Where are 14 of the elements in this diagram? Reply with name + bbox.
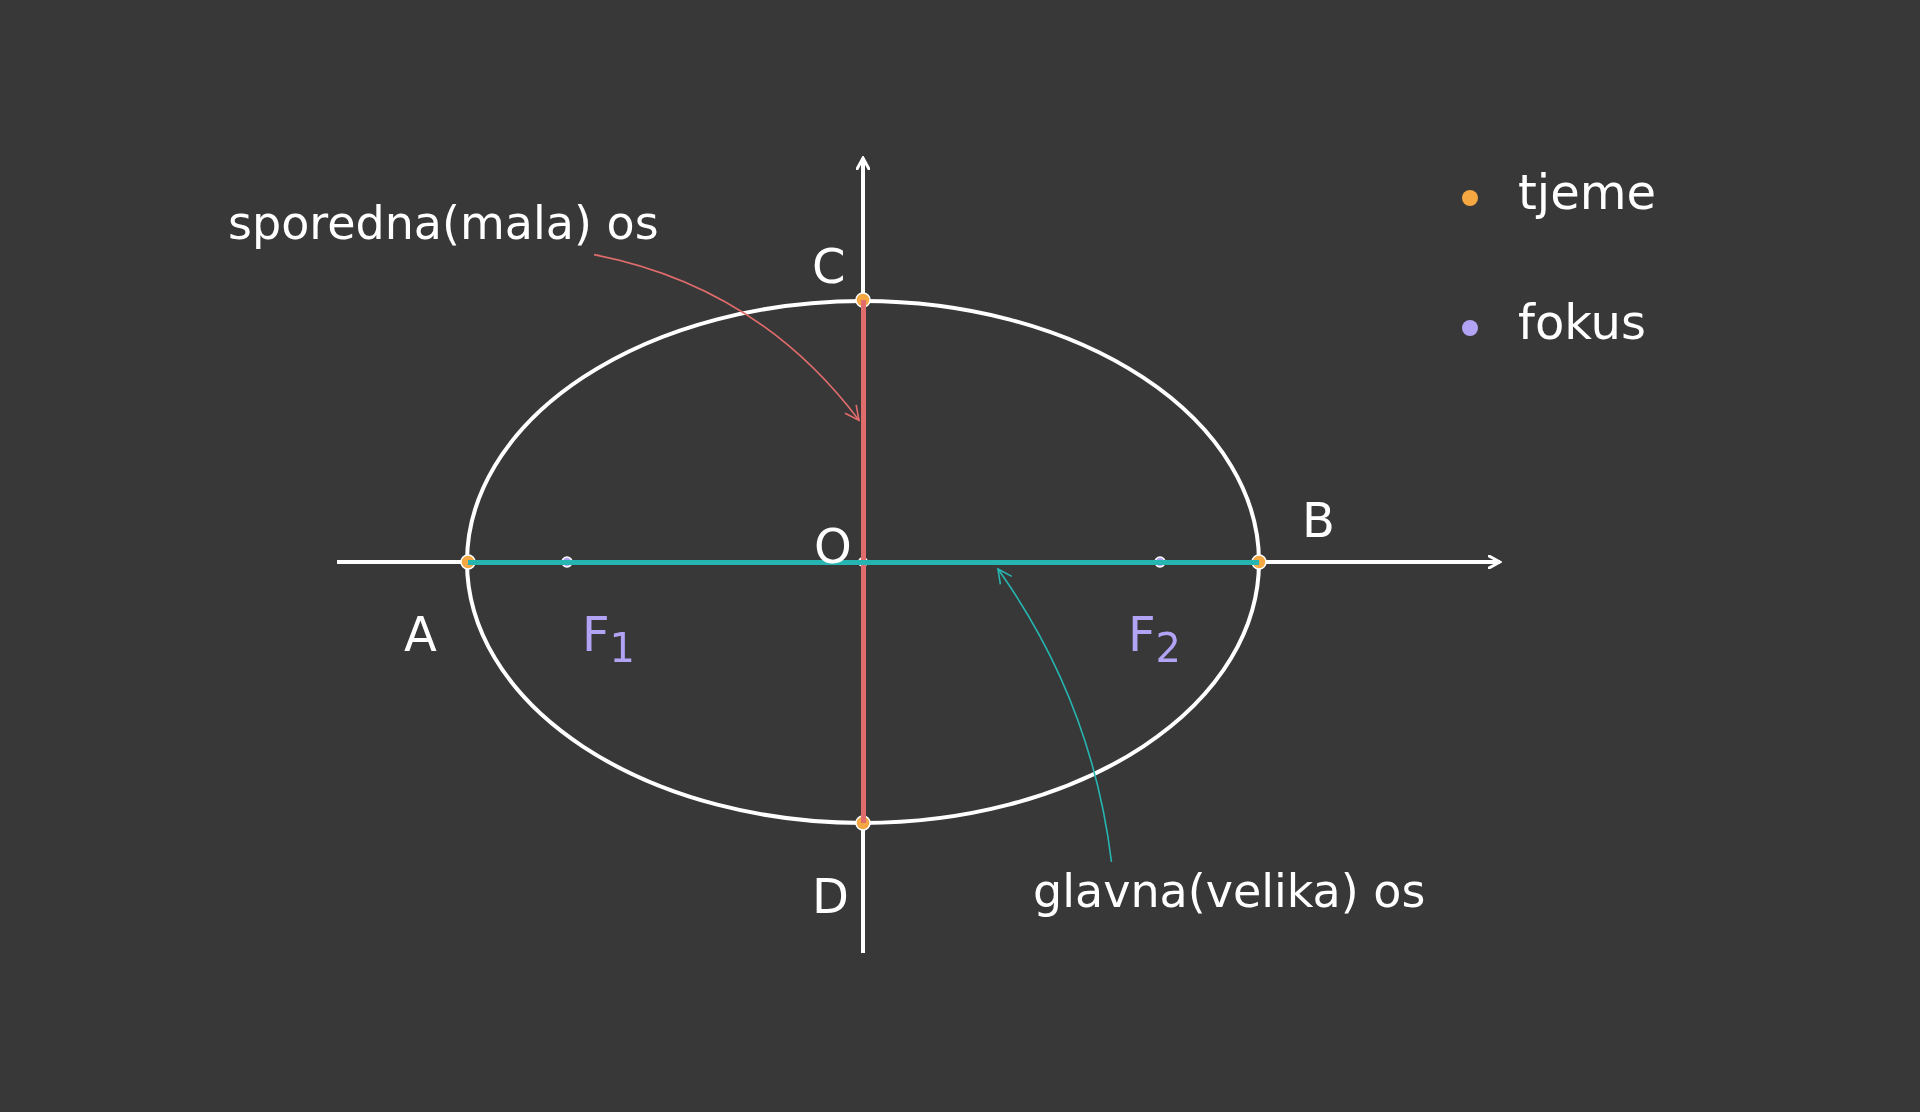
focus-label: F$_{1}$ [582, 608, 636, 670]
focus-label: F$_{2}$ [1128, 608, 1182, 670]
axis-label: glavna(velika) os [1033, 866, 1426, 917]
legend-label: fokus [1518, 296, 1646, 349]
point-label: A [404, 608, 437, 661]
axis-label: sporedna(mala) os [228, 198, 659, 249]
point-label: C [812, 240, 846, 293]
point-label: D [812, 870, 849, 923]
legend-label: tjeme [1518, 166, 1656, 219]
minor-axis-segment [861, 300, 866, 823]
leader-arrow [593, 253, 860, 422]
point-label: O [814, 520, 852, 573]
point-label: B [1302, 494, 1335, 547]
leader-arrow [997, 568, 1113, 863]
